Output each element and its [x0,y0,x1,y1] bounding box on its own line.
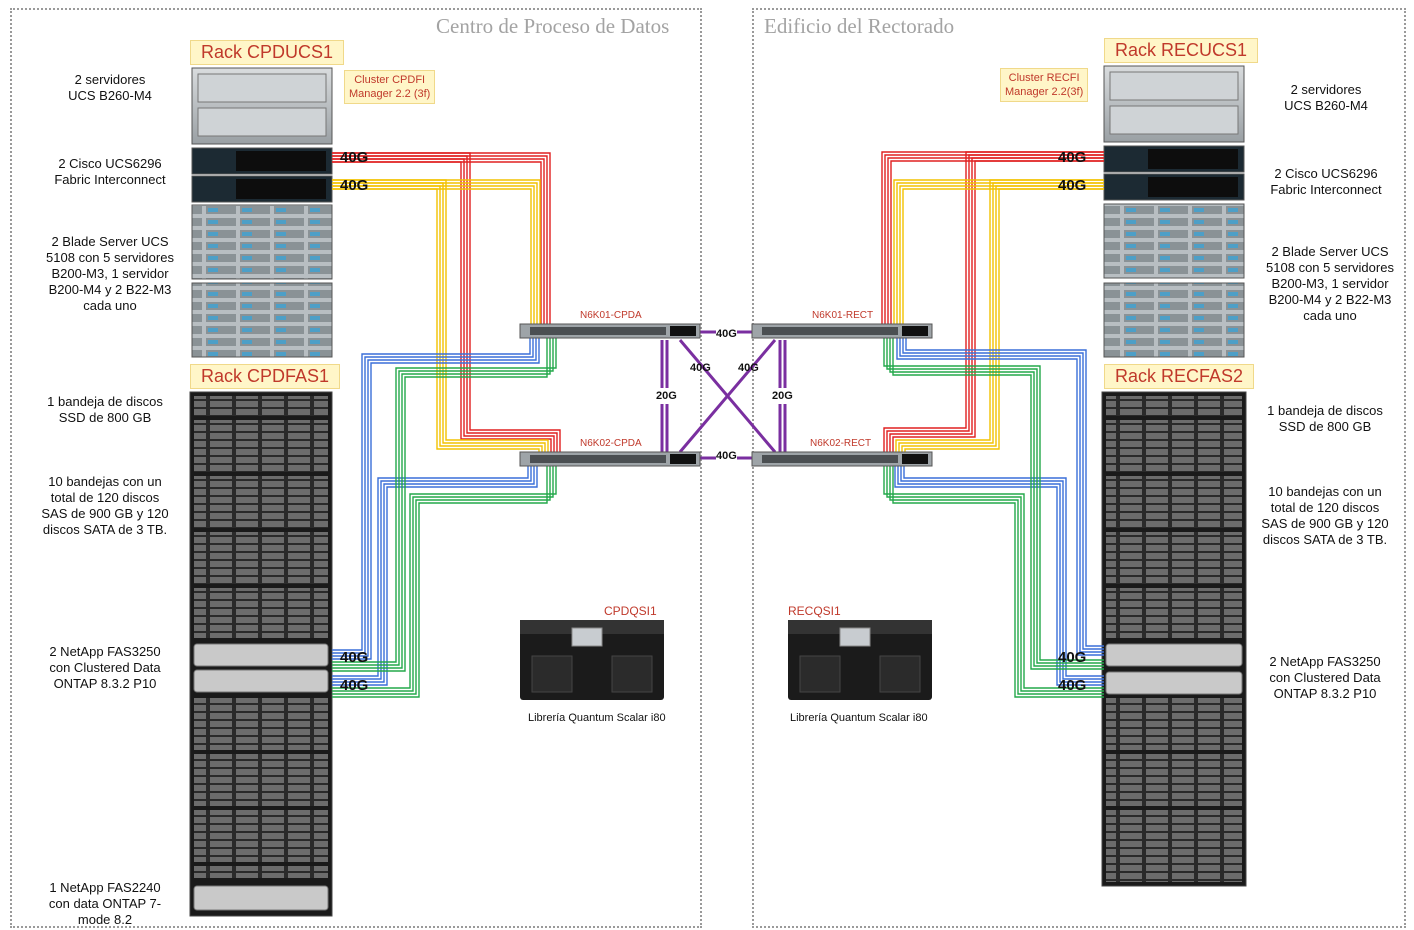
library-cpdqsi1 [520,620,664,700]
core-link-label-top: 40G [716,326,737,342]
switch-label-n6k01-cpda: N6K01-CPDA [580,310,642,321]
desc-right-trays: 10 bandejas con un total de 120 discos S… [1261,484,1389,547]
core-link-label-cross-left: 40G [690,362,711,374]
desc-left-fabric: 2 Cisco UCS6296 Fabric Interconnect [54,156,166,187]
desc-left-ssd: 1 bandeja de discos SSD de 800 GB [47,394,163,425]
desc-left-fas2240: 1 NetApp FAS2240 con data ONTAP 7- mode … [48,880,162,927]
switch-label-n6k02-cpda: N6K02-CPDA [580,438,642,449]
link-label: 40G [1058,149,1087,166]
cables-red-right [881,151,1104,456]
library-name-cpdqsi1: CPDQSI1 [604,604,657,618]
core-link-label-cross-right: 40G [738,362,759,374]
switch-label-n6k01-rect: N6K01-RECT [812,310,874,321]
rack-cpducs1 [191,67,333,358]
cables-blue-left [332,336,540,686]
desc-right-fabric: 2 Cisco UCS6296 Fabric Interconnect [1270,166,1382,197]
desc-left-servers: 2 servidores UCS B260-M4 [68,72,152,103]
library-label-left: Librería Quantum Scalar i80 [528,712,666,724]
switch-n6k02-cpda [519,451,701,467]
cables-blue-right [894,336,1104,686]
cables-red-left [332,152,561,456]
link-label: 40G [340,177,369,194]
desc-left-trays: 10 bandejas con un total de 120 discos S… [41,474,169,537]
cables-green-right [883,336,1104,698]
rack-recucs1 [1103,65,1245,358]
link-label: 40G [340,149,369,166]
core-link-label-vert-left: 20G [656,388,677,404]
rack-label-cpducs1: Rack CPDUCS1 [190,40,345,65]
rack-cpdfas1 [189,391,333,917]
link-label: 40G [340,649,369,666]
desc-left-netapp: 2 NetApp FAS3250 con Clustered Data ONTA… [49,644,161,691]
zone-datacenter [10,8,702,928]
rack-label-cpdfas1: Rack CPDFAS1 [190,364,341,389]
library-label-right: Librería Quantum Scalar i80 [790,712,928,724]
cables-yellow-left [332,179,549,456]
library-recqsi1 [788,620,932,700]
switch-label-n6k02-rect: N6K02-RECT [810,438,872,449]
rack-label-recucs1: Rack RECUCS1 [1104,38,1259,63]
desc-right-servers: 2 servidores UCS B260-M4 [1284,82,1368,113]
cluster-cpdfi: Cluster CPDFI Manager 2.2 (3f) [344,70,436,104]
desc-right-ssd: 1 bandeja de discos SSD de 800 GB [1267,403,1383,434]
switch-n6k01-cpda [519,323,701,339]
zone-datacenter-title: Centro de Proceso de Datos [436,14,670,38]
switch-n6k02-rect [751,451,933,467]
cables-yellow-right [893,179,1104,456]
link-label: 40G [1058,677,1087,694]
desc-left-blade: 2 Blade Server UCS 5108 con 5 servidores… [46,234,174,313]
library-name-recqsi1: RECQSI1 [788,604,841,618]
zone-rectorado [752,8,1406,928]
core-link-label-vert-right: 20G [772,388,793,404]
zone-rectorado-title: Edificio del Rectorado [764,14,955,38]
link-label: 40G [340,677,369,694]
cluster-recfi: Cluster RECFI Manager 2.2(3f) [1000,68,1089,102]
link-label: 40G [1058,177,1087,194]
link-label: 40G [1058,649,1087,666]
rack-recfas2 [1101,391,1247,887]
desc-right-blade: 2 Blade Server UCS 5108 con 5 servidores… [1266,244,1394,323]
rack-label-recfas2: Rack RECFAS2 [1104,364,1255,389]
switch-n6k01-rect [751,323,933,339]
desc-right-netapp: 2 NetApp FAS3250 con Clustered Data ONTA… [1269,654,1381,701]
cables-green-left [332,336,557,698]
core-link-label-bottom: 40G [716,448,737,464]
core-links [660,330,787,460]
